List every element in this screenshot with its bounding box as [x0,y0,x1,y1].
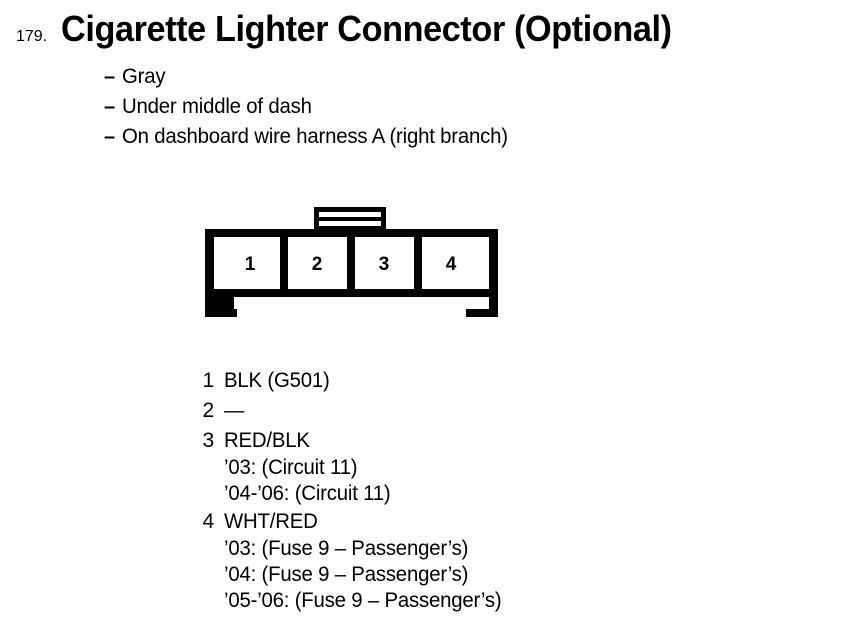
cavity-divider-2-3 [347,229,355,297]
pin-wire-label: BLK (G501) [224,369,330,392]
pin-main-row: 3 RED/BLK [196,426,836,455]
page-title: 179. Cigarette Lighter Connector (Option… [16,8,846,52]
page-title-number: 179. [16,28,48,45]
pin-subline: ’04: (Fuse 9 – Passenger’s) [224,563,469,586]
pin-subline: ’05-’06: (Fuse 9 – Passenger’s) [224,589,502,612]
locking-tab-slot-lower [319,221,381,226]
pin-main-row: 1 BLK (G501) [196,366,836,396]
pin-number: 2 [202,399,215,422]
pin-main-row: 2 — [196,396,836,426]
bullet-dash-icon: – [104,126,115,148]
connector-left-wall-bar [205,229,214,317]
cavity-number-3: 3 [379,254,390,275]
connector-right-wall-bar [489,229,498,317]
page-title-text: Cigarette Lighter Connector (Optional) [61,8,672,49]
bullet-dash-icon: – [104,96,115,118]
description-item: – Under middle of dash [104,92,804,122]
pin-subline: ’04-’06: (Circuit 11) [224,482,391,505]
connector-left-foot [205,309,237,317]
cavity-divider-1-2 [280,229,288,297]
pin-wire-label: RED/BLK [224,429,310,452]
pin-subline: ’03: (Fuse 9 – Passenger’s) [224,537,469,560]
bullet-dash-icon: – [104,66,115,88]
pin-wire-label: — [224,399,245,422]
connector-description-list: – Gray – Under middle of dash – On dashb… [104,62,804,152]
cavity-number-1: 1 [245,254,256,275]
pin-entry-4: 4 WHT/RED ’03: (Fuse 9 – Passenger’s) ’0… [196,507,836,614]
pin-number: 3 [202,429,215,452]
description-item: – Gray [104,62,804,92]
pin-wire-label: WHT/RED [224,510,318,533]
pin-legend-list: 1 BLK (G501) 2 — 3 RED/BLK ’03: (Circuit… [196,366,836,614]
connector-right-foot [466,309,498,317]
pin-entry-1: 1 BLK (G501) [196,366,836,396]
cavity-number-4: 4 [446,254,457,275]
locking-tab-body [314,207,386,231]
connector-locking-tab [314,207,386,231]
description-item-label: On dashboard wire harness A (right branc… [122,125,508,148]
cavity-number-2: 2 [312,254,323,275]
pin-entry-2: 2 — [196,396,836,426]
pin-entry-3: 3 RED/BLK ’03: (Circuit 11) ’04-’06: (Ci… [196,426,836,507]
connector-left-wall [205,229,234,317]
pin-subline: ’03: (Circuit 11) [224,456,358,479]
description-item-label: Under middle of dash [122,95,312,118]
pin-number: 4 [202,510,215,533]
pin-number: 1 [202,369,215,392]
description-item: – On dashboard wire harness A (right bra… [104,122,804,152]
locking-tab-slot-upper [319,212,381,217]
connector-diagram-svg: 1 2 3 4 [205,207,498,317]
connector-diagram: 1 2 3 4 [195,196,515,322]
pin-main-row: 4 WHT/RED [196,507,836,536]
cavity-divider-3-4 [414,229,422,297]
description-item-label: Gray [122,65,166,88]
